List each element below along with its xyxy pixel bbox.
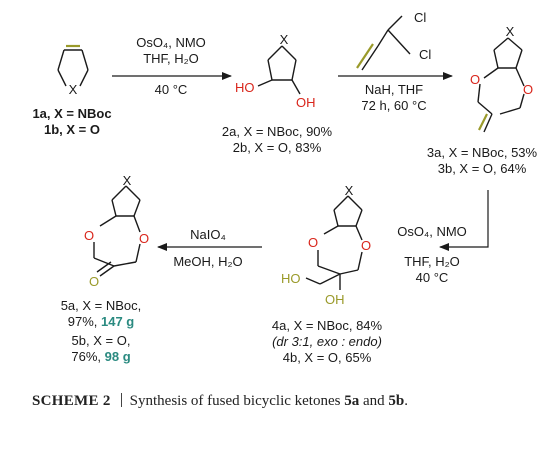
compound-4-oh-label: OH xyxy=(325,292,345,307)
caption-period: . xyxy=(404,393,408,409)
reagents-step-1-line-2: THF, H₂O xyxy=(143,51,199,66)
compound-5-o-atom-2: O xyxy=(139,231,149,246)
compound-1-structure xyxy=(57,44,89,87)
caption-conjunction: and xyxy=(362,393,385,409)
compound-5b-yield: 76%, xyxy=(71,349,101,364)
compound-3-labels: 3a, X = NBoc, 53% 3b, X = O, 64% xyxy=(427,145,538,176)
reagents-step-4-line-1: NaIO₄ xyxy=(190,227,226,242)
compound-5a-mass: 147 g xyxy=(101,314,134,329)
compound-2-oh-label: OH xyxy=(296,95,316,110)
compound-1-labels: 1a, X = NBoc 1b, X = O xyxy=(32,106,111,137)
compound-3a-label: 3a, X = NBoc, 53% xyxy=(427,145,538,160)
reagents-step-1-line-1: OsO₄, NMO xyxy=(136,35,206,50)
compound-4-dr-label: (dr 3:1, exo : endo) xyxy=(272,334,382,349)
compound-1-x-atom: X xyxy=(69,82,78,97)
compound-3-o-atom-1: O xyxy=(470,72,480,87)
compound-4-x-atom: X xyxy=(345,183,354,198)
compound-2-labels: 2a, X = NBoc, 90% 2b, X = O, 83% xyxy=(222,124,333,155)
compound-5-o-atom-1: O xyxy=(84,228,94,243)
dichloride-reagent-structure xyxy=(356,15,411,71)
compound-2a-label: 2a, X = NBoc, 90% xyxy=(222,124,333,139)
compound-5b-mass: 98 g xyxy=(105,349,131,364)
reagents-step-1: OsO₄, NMO THF, H₂O 40 °C xyxy=(136,35,206,97)
reaction-arrow-3 xyxy=(439,190,489,251)
caption-separator xyxy=(120,393,122,407)
caption-compound-a: 5a xyxy=(344,393,360,409)
compound-4-o-atom-2: O xyxy=(361,238,371,253)
compound-3-o-atom-2: O xyxy=(523,82,533,97)
compound-5-structure xyxy=(93,185,141,277)
compound-4-structure xyxy=(305,195,363,290)
compound-2-structure xyxy=(257,45,301,95)
reagents-step-3-line-2: THF, H₂O xyxy=(404,254,460,269)
caption-label: SCHEME 2 xyxy=(32,393,111,409)
scheme-caption: SCHEME 2 Synthesis of fused bicyclic keto… xyxy=(32,393,552,410)
compound-5a-label: 5a, X = NBoc, xyxy=(61,298,142,313)
dichloride-cl-2: Cl xyxy=(419,47,431,62)
compound-5a-yield: 97%, xyxy=(68,314,98,329)
compound-5-ketone-o-atom: O xyxy=(89,274,99,289)
compound-5b-label: 5b, X = O, xyxy=(72,333,131,348)
reagents-step-1-line-3: 40 °C xyxy=(155,82,188,97)
reagents-step-2-line-2: 72 h, 60 °C xyxy=(361,98,426,113)
reagents-step-3: OsO₄, NMO THF, H₂O 40 °C xyxy=(397,224,467,285)
compound-1a-label: 1a, X = NBoc xyxy=(32,106,111,121)
compound-1b-label: 1b, X = O xyxy=(44,122,100,137)
compound-2-x-atom: X xyxy=(280,32,289,47)
compound-5a-yield-line: 97%, 147 g xyxy=(68,314,135,329)
compound-4b-label: 4b, X = O, 65% xyxy=(283,350,372,365)
compound-2-ho-label: HO xyxy=(235,80,255,95)
compound-3b-label: 3b, X = O, 64% xyxy=(438,161,527,176)
compound-3-structure xyxy=(477,37,525,133)
compound-4a-label: 4a, X = NBoc, 84% xyxy=(272,318,383,333)
dichloride-cl-1: Cl xyxy=(414,10,426,25)
reagents-step-4: NaIO₄ MeOH, H₂O xyxy=(173,227,242,269)
compound-5-x-atom: X xyxy=(123,173,132,188)
reagents-step-3-line-1: OsO₄, NMO xyxy=(397,224,467,239)
compound-3-x-atom: X xyxy=(506,24,515,39)
reagents-step-2-line-1: NaH, THF xyxy=(365,82,423,97)
compound-5b-yield-line: 76%, 98 g xyxy=(71,349,130,364)
compound-4-labels: 4a, X = NBoc, 84% (dr 3:1, exo : endo) 4… xyxy=(272,318,383,365)
compound-4-ho-label: HO xyxy=(281,271,301,286)
caption-text: Synthesis of fused bicyclic ketones xyxy=(129,393,341,409)
reaction-scheme: X X HO OH Cl Cl X xyxy=(32,10,538,365)
compound-4-o-atom-1: O xyxy=(308,235,318,250)
caption-compound-b: 5b xyxy=(388,393,405,409)
compound-2b-label: 2b, X = O, 83% xyxy=(233,140,322,155)
reagents-step-3-line-3: 40 °C xyxy=(416,270,449,285)
reagents-step-4-line-2: MeOH, H₂O xyxy=(173,254,242,269)
compound-5-labels: 5a, X = NBoc, 97%, 147 g 5b, X = O, 76%,… xyxy=(61,298,142,364)
reagents-step-2: NaH, THF 72 h, 60 °C xyxy=(361,82,426,113)
